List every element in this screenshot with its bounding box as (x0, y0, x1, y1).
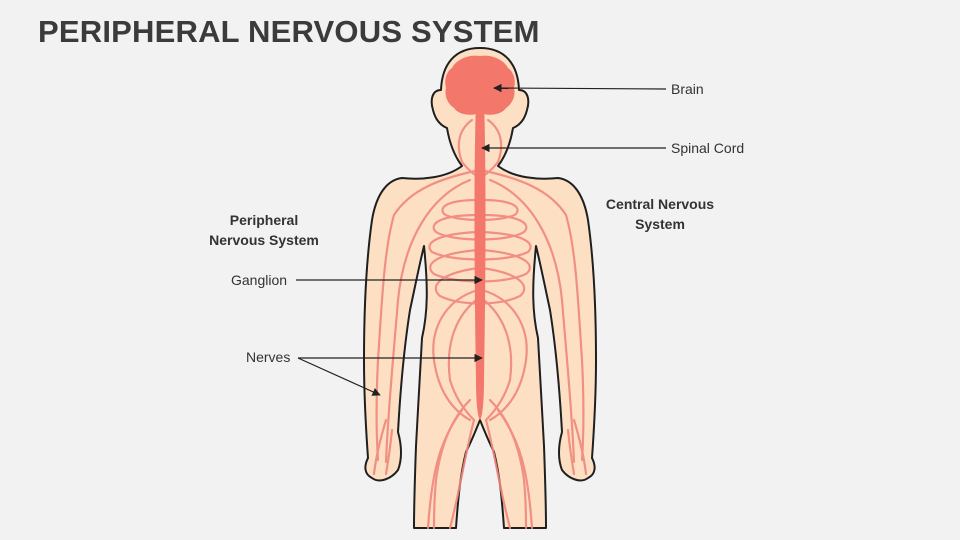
brain (445, 55, 515, 116)
brain-label: Brain (671, 81, 704, 97)
page-title: PERIPHERAL NERVOUS SYSTEM (38, 14, 540, 49)
central-nervous-system-label: Central Nervous System (605, 196, 715, 232)
nerves-pointer-arm (297, 357, 381, 396)
spinal-cord-label: Spinal Cord (671, 140, 745, 156)
spinal-cord (474, 100, 486, 420)
leader-lines (296, 83, 667, 396)
brain-pointer (493, 83, 667, 93)
ganglion-label: Ganglion (231, 272, 288, 288)
nerves-label: Nerves (246, 349, 291, 365)
peripheral-nervous-system-label: Peripheral Nervous System (209, 212, 319, 248)
